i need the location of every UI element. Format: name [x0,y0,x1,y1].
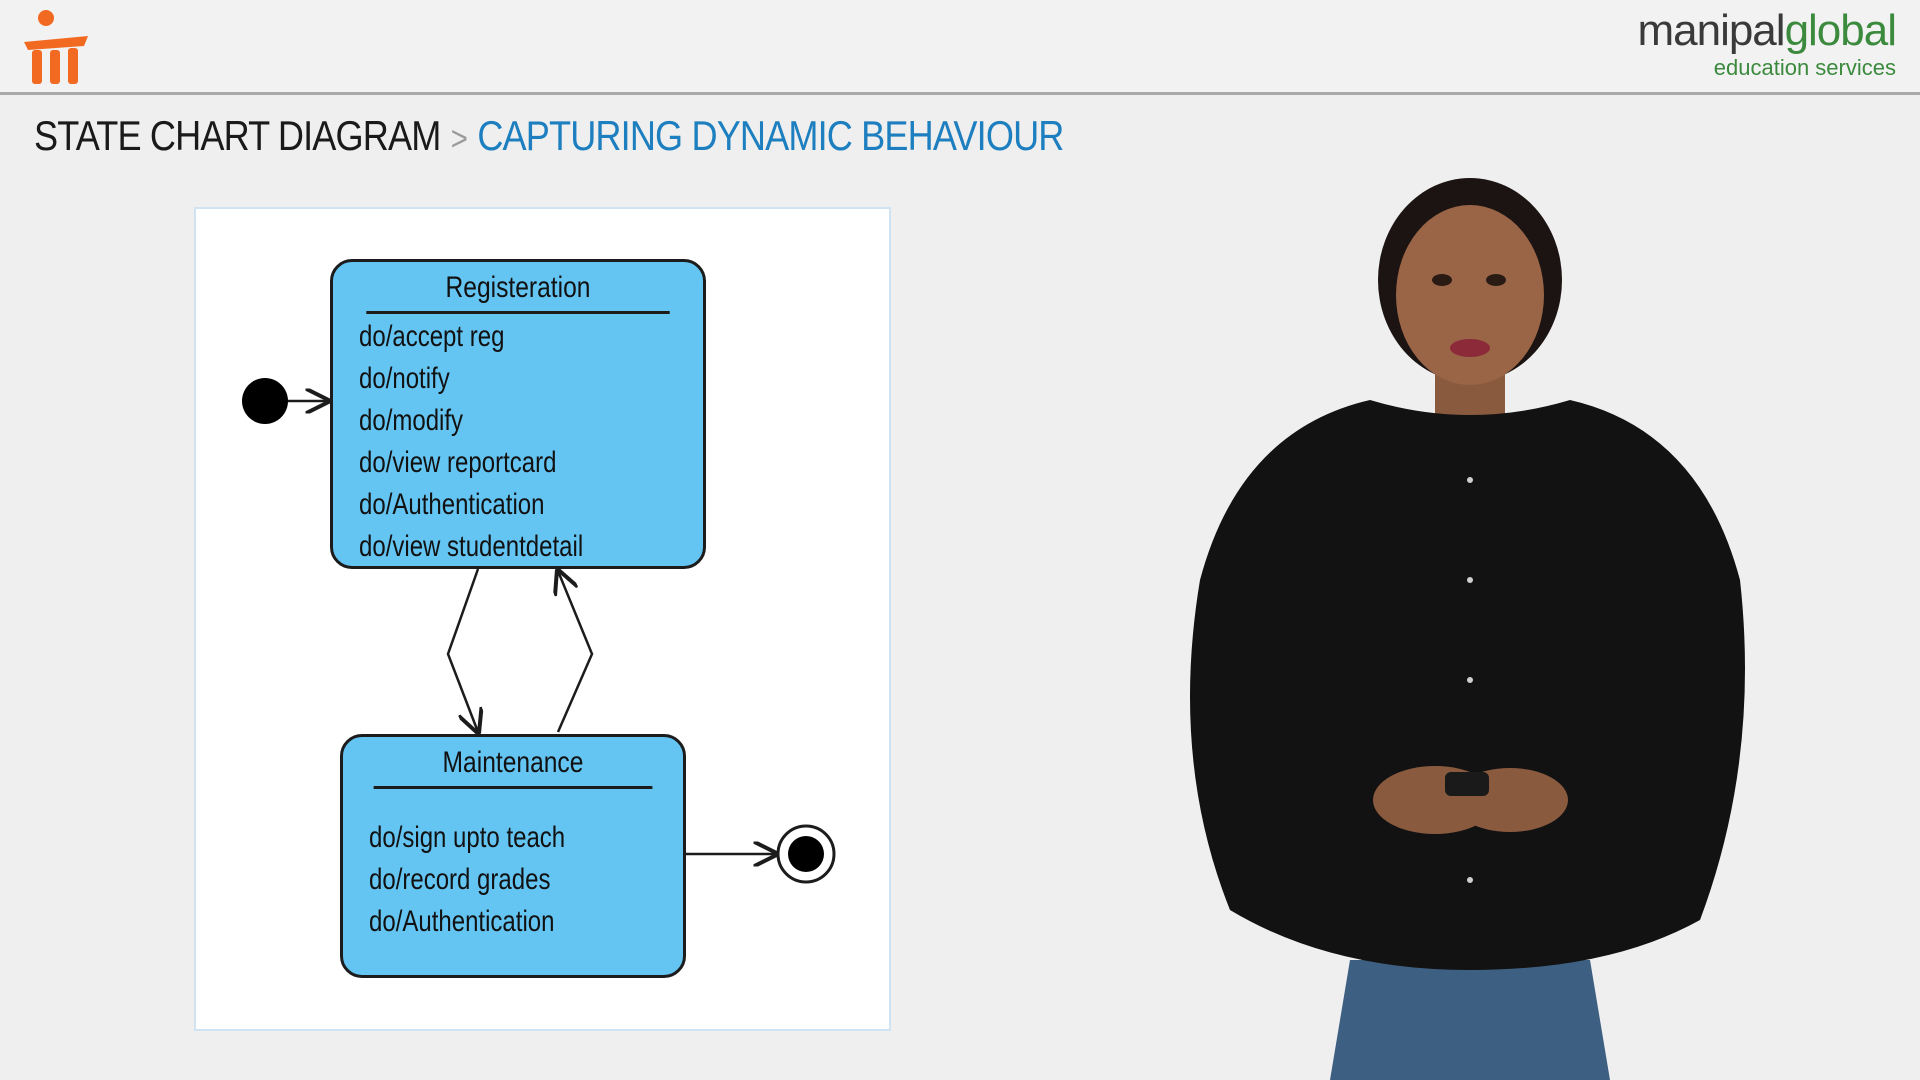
state-activity: do/modify [359,404,464,437]
manipal-logo-icon [24,10,88,84]
state-activity: do/view reportcard [359,446,557,479]
state-activity: do/Authentication [369,905,555,938]
state-registeration: Registeration do/accept reg do/notify do… [330,259,706,569]
slide-title: STATE CHART DIAGRAM>CAPTURING DYNAMIC BE… [34,112,1064,160]
presenter-image [1190,178,1745,1080]
brand-logo: manipalglobal education services [1637,6,1897,80]
transition-maintenance-to-reg [558,571,594,733]
title-part1: STATE CHART DIAGRAM [34,112,441,159]
diagram-panel: Registeration do/accept reg do/notify do… [194,207,891,1031]
brand-name-part1: manipal [1637,6,1785,55]
initial-state-node [242,378,288,424]
brand-name: manipalglobal [1637,6,1897,56]
state-activity: do/sign upto teach [369,821,566,854]
title-part2: CAPTURING DYNAMIC BEHAVIOUR [477,112,1064,159]
state-name: Maintenance [373,737,653,789]
brand-name-part2: global [1784,6,1897,55]
header-bar: manipalglobal education services [0,0,1920,95]
state-activity: do/view studentdetail [359,530,584,563]
transition-reg-to-maintenance [446,568,478,732]
state-activity: do/Authentication [359,488,545,521]
state-activity: do/accept reg [359,320,505,353]
state-name: Registeration [366,262,670,314]
state-activity: do/notify [359,362,450,395]
brand-tagline: education services [1713,55,1896,80]
state-maintenance: Maintenance do/sign upto teach do/record… [340,734,686,978]
transition-arrows [242,378,836,884]
title-separator: > [450,120,468,158]
state-activity: do/record grades [369,863,551,896]
